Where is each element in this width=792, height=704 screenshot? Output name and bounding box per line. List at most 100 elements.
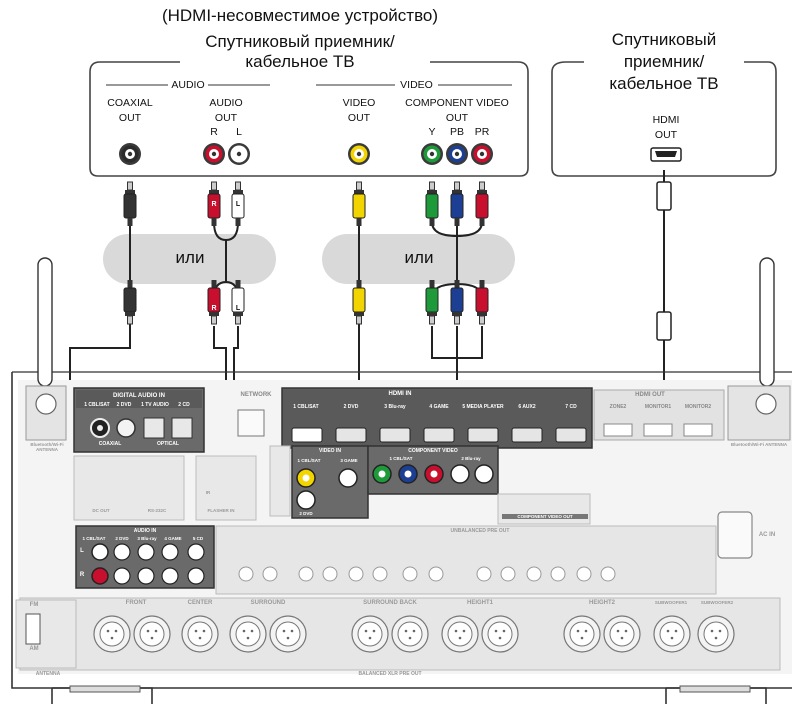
or-label-left: или bbox=[175, 248, 205, 267]
hdmi-output-label: ZONE2 bbox=[609, 404, 627, 410]
xlr-group-label: CENTER bbox=[187, 600, 213, 606]
comp-pb-label: PB bbox=[449, 126, 464, 138]
hdmi-input-label: 6 AUX2 bbox=[518, 404, 536, 410]
digital-input-label: 2 DVD bbox=[116, 402, 132, 408]
digital-input-label: 1 CBL/SAT bbox=[84, 402, 110, 408]
xlr-group-label: SUBWOOFER2 bbox=[700, 600, 734, 605]
plug-r-bottom: R bbox=[211, 305, 217, 312]
hdmi-input-label: 5 MEDIA PLAYER bbox=[462, 404, 504, 410]
video-in-label: VIDEO IN bbox=[319, 448, 341, 454]
antenna-right bbox=[727, 257, 791, 441]
component-pr-jack bbox=[471, 143, 493, 165]
video-input-label: 3 GAME bbox=[340, 458, 358, 463]
coaxial-label: COAXIAL bbox=[98, 441, 122, 447]
hdmi-device-title1: Спутниковый bbox=[611, 30, 717, 49]
hdmi-output-label: MONITOR2 bbox=[684, 404, 712, 410]
hdmi-input-label: 7 CD bbox=[565, 404, 577, 410]
am-label: AM bbox=[29, 646, 39, 652]
hdmi-out-label: HDMI OUT bbox=[635, 392, 665, 398]
hdmi-device-title3: кабельное ТВ bbox=[609, 74, 719, 93]
hdmi-out-port bbox=[650, 147, 682, 162]
hdmi-in-label: HDMI IN bbox=[388, 391, 412, 397]
rs232c-label: RS-232C bbox=[147, 508, 167, 513]
xlr-group-label: SURROUND bbox=[250, 600, 286, 606]
group-audio-label: AUDIO bbox=[171, 79, 205, 91]
group-video-label: VIDEO bbox=[400, 79, 433, 91]
xlr-group-label: HEIGHT1 bbox=[466, 600, 493, 606]
comp-y-label: Y bbox=[428, 126, 436, 138]
coaxial-out-label2: OUT bbox=[118, 112, 142, 124]
source-title-line2: кабельное ТВ bbox=[245, 52, 355, 71]
hdmi-input-label: 4 GAME bbox=[429, 404, 449, 410]
hdmi-incompatible-note: (HDMI-несовместимое устройство) bbox=[161, 6, 439, 25]
audio-in-label: AUDIO IN bbox=[133, 528, 157, 534]
source-title-line1: Спутниковый приемник/ bbox=[205, 32, 395, 51]
component-input-label: 2 Blu-ray bbox=[461, 456, 481, 461]
audio-out-label1: AUDIO bbox=[209, 97, 243, 109]
component-out-label1: COMPONENT VIDEO bbox=[405, 97, 509, 109]
dc-out-label: DC OUT bbox=[92, 508, 110, 513]
hdmi-input-label: 2 DVD bbox=[343, 404, 359, 410]
plug-l-bottom: L bbox=[235, 305, 241, 312]
video-out-label1: VIDEO bbox=[342, 97, 376, 109]
xlr-group-label: HEIGHT2 bbox=[588, 600, 615, 606]
unbalanced-pre-out-label: UNBALANCED PRE OUT bbox=[450, 528, 510, 534]
video-input-label: 2 DVD bbox=[299, 511, 313, 516]
or-label-right: или bbox=[404, 248, 434, 267]
hdmi-device-box bbox=[551, 61, 777, 177]
or-oval-left bbox=[103, 234, 276, 284]
digital-audio-in-label: DIGITAL AUDIO IN bbox=[113, 393, 165, 399]
optical-label: OPTICAL bbox=[157, 441, 179, 447]
hdmi-input-label: 1 CBL/SAT bbox=[293, 404, 319, 410]
hdmi-input-label: 3 Blu-ray bbox=[384, 404, 406, 410]
xlr-group-label: SUBWOOFER1 bbox=[654, 600, 688, 605]
component-input-label: 1 CBL/SAT bbox=[389, 456, 413, 461]
video-out-jack bbox=[348, 143, 370, 165]
av-receiver bbox=[11, 257, 792, 704]
audio-out-l-jack bbox=[228, 143, 250, 165]
coaxial-out-jack bbox=[119, 143, 141, 165]
audio-input-label: 2 DVD bbox=[115, 536, 129, 541]
antenna-right-label: Bluetooth/Wi-Fi ANTENNA bbox=[730, 442, 788, 447]
video-out-label2: OUT bbox=[347, 112, 371, 124]
comp-pr-label: PR bbox=[474, 126, 490, 138]
coaxial-out-label1: COAXIAL bbox=[107, 97, 153, 109]
audio-input-label: 4 GAME bbox=[164, 536, 182, 541]
component-video-out-label: COMPONENT VIDEO OUT bbox=[502, 514, 588, 519]
balanced-xlr-label: BALANCED XLR PRE OUT bbox=[358, 671, 422, 677]
audio-input-label: 3 Blu-ray bbox=[137, 536, 157, 541]
audio-out-r-jack bbox=[203, 143, 225, 165]
audio-in-r-label: R bbox=[79, 572, 85, 578]
antenna-left bbox=[25, 257, 67, 441]
component-pb-jack bbox=[446, 143, 468, 165]
hdmi-device-title2: приемник/ bbox=[623, 52, 705, 71]
hdmi-out-label1: HDMI bbox=[652, 114, 680, 126]
digital-input-label: 2 CD bbox=[178, 402, 190, 408]
network-label: NETWORK bbox=[240, 392, 272, 398]
flasher-in-label: FLASHER IN bbox=[207, 508, 235, 513]
xlr-group-label: FRONT bbox=[125, 600, 147, 606]
video-input-label: 1 CBL/SAT bbox=[297, 458, 321, 463]
source-device-box bbox=[89, 61, 529, 177]
antenna-label: ANTENNA bbox=[35, 671, 61, 677]
audio-l-label: L bbox=[236, 126, 242, 138]
ir-label: IR bbox=[205, 490, 211, 495]
xlr-group-label: SURROUND BACK bbox=[363, 600, 417, 606]
audio-in-l-label: L bbox=[80, 548, 84, 554]
hdmi-output-label: MONITOR1 bbox=[644, 404, 672, 410]
plug-l-top: L bbox=[235, 201, 241, 208]
hdmi-out-label2: OUT bbox=[654, 129, 678, 141]
digital-input-label: 1 TV AUDIO bbox=[141, 402, 169, 408]
audio-input-label: 5 CD bbox=[192, 536, 204, 541]
antenna-left-label: Bluetooth/Wi-Fi ANTENNA bbox=[30, 442, 64, 452]
or-oval-right bbox=[322, 234, 515, 284]
component-out-label2: OUT bbox=[445, 112, 469, 124]
component-video-label: COMPONENT VIDEO bbox=[408, 448, 458, 454]
component-y-jack bbox=[421, 143, 443, 165]
fm-label: FM bbox=[29, 602, 39, 608]
ac-in-label: AC IN bbox=[758, 532, 776, 538]
audio-input-label: 1 CBL/SAT bbox=[82, 536, 106, 541]
plug-r-top: R bbox=[211, 201, 217, 208]
